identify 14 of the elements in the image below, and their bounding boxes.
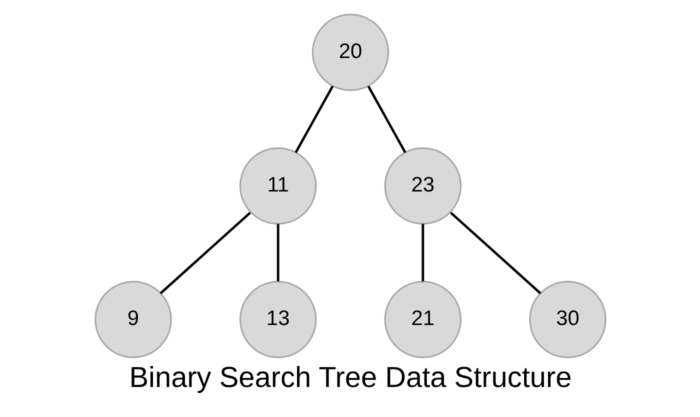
connector [294,86,334,154]
node-circle: 30 [528,280,606,358]
connector [421,224,424,282]
caption: Binary Search Tree Data Structure [128,362,572,394]
connector [159,212,250,294]
connector [366,86,406,154]
node-circle: 21 [384,280,462,358]
node-circle: 11 [238,147,316,225]
connector [450,212,541,294]
node-circle: 13 [238,280,316,358]
node-circle: 20 [311,14,389,92]
node-circle: 23 [384,147,462,225]
node-circle: 9 [94,280,172,358]
connector [276,224,279,282]
